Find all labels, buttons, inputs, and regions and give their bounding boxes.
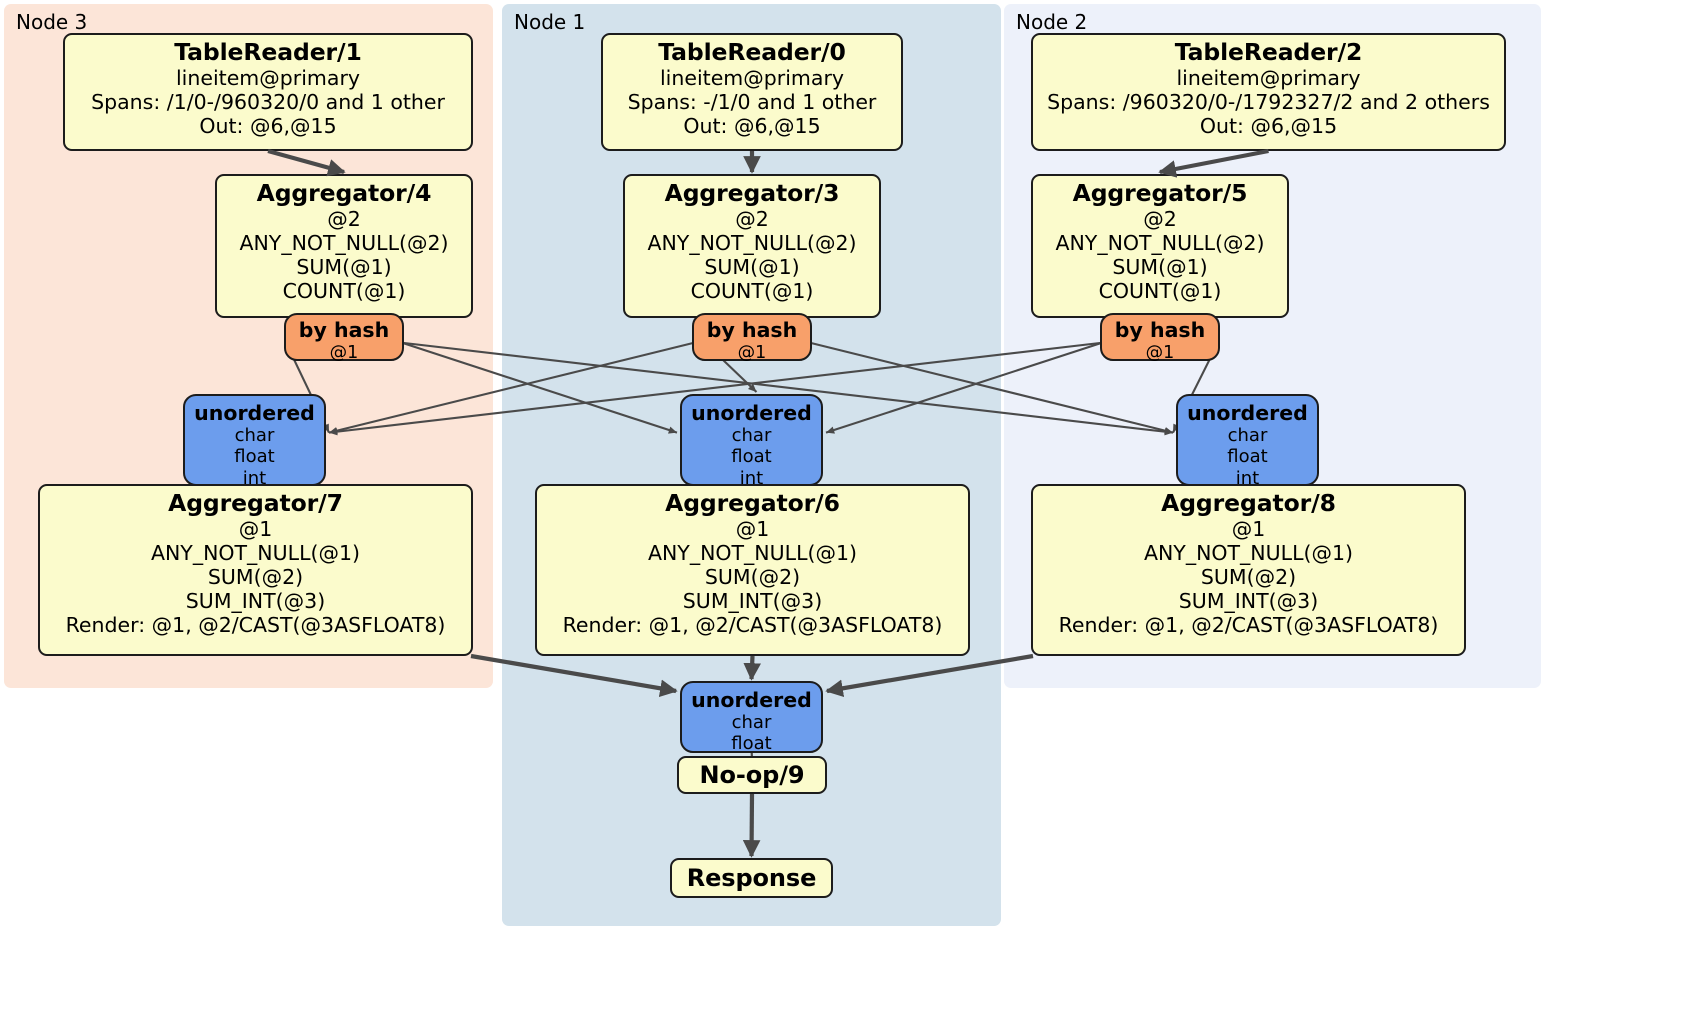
- stream-type-line: float: [731, 733, 772, 755]
- terminal-title: No-op/9: [699, 761, 805, 789]
- node-panel-label-node3: Node 3: [16, 10, 88, 34]
- processor-detail-line: COUNT(@1): [1098, 279, 1222, 304]
- processor-detail-line: Render: @1, @2/CAST(@3ASFLOAT8): [65, 613, 446, 638]
- terminal-box-noop_9[interactable]: No-op/9: [677, 756, 827, 794]
- processor-detail-line: Spans: /1/0-/960320/0 and 1 other: [91, 90, 445, 115]
- processor-title: Aggregator/8: [1161, 489, 1336, 517]
- processor-detail-line: SUM(@1): [704, 255, 800, 280]
- processor-detail-line: SUM(@1): [296, 255, 392, 280]
- router-box-router_node3[interactable]: by hash@1: [284, 313, 404, 363]
- processor-detail-line: ANY_NOT_NULL(@1): [150, 541, 361, 566]
- processor-detail-line: @2: [327, 207, 361, 232]
- processor-detail-line: lineitem@primary: [1176, 66, 1361, 91]
- processor-detail-line: ANY_NOT_NULL(@1): [1143, 541, 1354, 566]
- processor-detail-line: Render: @1, @2/CAST(@3ASFLOAT8): [1058, 613, 1439, 638]
- processor-detail-line: SUM_INT(@3): [1178, 589, 1319, 614]
- processor-detail-line: SUM_INT(@3): [682, 589, 823, 614]
- processor-title: TableReader/1: [174, 38, 362, 66]
- router-detail-line: @1: [737, 342, 767, 363]
- router-title: by hash: [298, 318, 390, 342]
- router-title: by hash: [706, 318, 798, 342]
- processor-detail-line: Out: @6,@15: [683, 114, 821, 139]
- processor-detail-line: Spans: -/1/0 and 1 other: [627, 90, 877, 115]
- stream-type-line: char: [731, 712, 772, 734]
- processor-detail-line: SUM(@2): [704, 565, 801, 590]
- processor-detail-line: COUNT(@1): [282, 279, 406, 304]
- processor-detail-line: SUM(@2): [207, 565, 304, 590]
- router-detail-line: @1: [1145, 342, 1175, 363]
- stream-type-line: int: [242, 467, 267, 489]
- stream-type-line: float: [234, 446, 275, 468]
- terminal-box-response[interactable]: Response: [670, 858, 833, 898]
- router-title: by hash: [1114, 318, 1206, 342]
- processor-title: Aggregator/4: [256, 179, 432, 207]
- processor-detail-line: SUM(@1): [1112, 255, 1208, 280]
- processor-detail-line: ANY_NOT_NULL(@2): [1055, 231, 1265, 256]
- processor-detail-line: @1: [735, 517, 770, 542]
- stream-type-line: float: [1227, 446, 1268, 468]
- processor-title: Aggregator/6: [665, 489, 840, 517]
- processor-detail-line: Spans: /960320/0-/1792327/2 and 2 others: [1047, 90, 1490, 115]
- stream-type-line: char: [731, 425, 772, 447]
- processor-detail-line: Out: @6,@15: [199, 114, 337, 139]
- processor-detail-line: @1: [1231, 517, 1266, 542]
- processor-title: Aggregator/7: [168, 489, 343, 517]
- node-panel-label-node2: Node 2: [1016, 10, 1088, 34]
- router-box-router_node1[interactable]: by hash@1: [692, 313, 812, 363]
- processor-detail-line: lineitem@primary: [659, 66, 845, 91]
- processor-detail-line: ANY_NOT_NULL(@2): [647, 231, 857, 256]
- processor-title: Aggregator/3: [664, 179, 840, 207]
- processor-detail-line: Render: @1, @2/CAST(@3ASFLOAT8): [562, 613, 943, 638]
- processor-detail-line: ANY_NOT_NULL(@2): [239, 231, 449, 256]
- stream-title: unordered: [691, 688, 812, 712]
- router-detail-line: @1: [329, 342, 359, 363]
- stream-type-line: char: [234, 425, 275, 447]
- stream-title: unordered: [691, 401, 812, 425]
- stream-type-line: int: [1235, 467, 1260, 489]
- processor-detail-line: SUM_INT(@3): [185, 589, 326, 614]
- stream-title: unordered: [194, 401, 315, 425]
- processor-title: TableReader/0: [658, 38, 846, 66]
- terminal-title: Response: [686, 864, 817, 892]
- processor-title: Aggregator/5: [1072, 179, 1248, 207]
- processor-title: TableReader/2: [1174, 38, 1363, 66]
- stream-type-line: float: [731, 446, 772, 468]
- processor-detail-line: @2: [1143, 207, 1177, 232]
- router-box-router_node2[interactable]: by hash@1: [1100, 313, 1220, 363]
- processor-detail-line: @2: [735, 207, 769, 232]
- stream-title: unordered: [1187, 401, 1308, 425]
- processor-detail-line: COUNT(@1): [690, 279, 814, 304]
- processor-detail-line: ANY_NOT_NULL(@1): [647, 541, 858, 566]
- processor-detail-line: SUM(@2): [1200, 565, 1297, 590]
- stream-type-line: char: [1227, 425, 1268, 447]
- node-panel-label-node1: Node 1: [514, 10, 586, 34]
- processor-detail-line: Out: @6,@15: [1199, 114, 1338, 139]
- processor-detail-line: @1: [238, 517, 273, 542]
- processor-detail-line: lineitem@primary: [175, 66, 361, 91]
- stream-type-line: int: [739, 467, 764, 489]
